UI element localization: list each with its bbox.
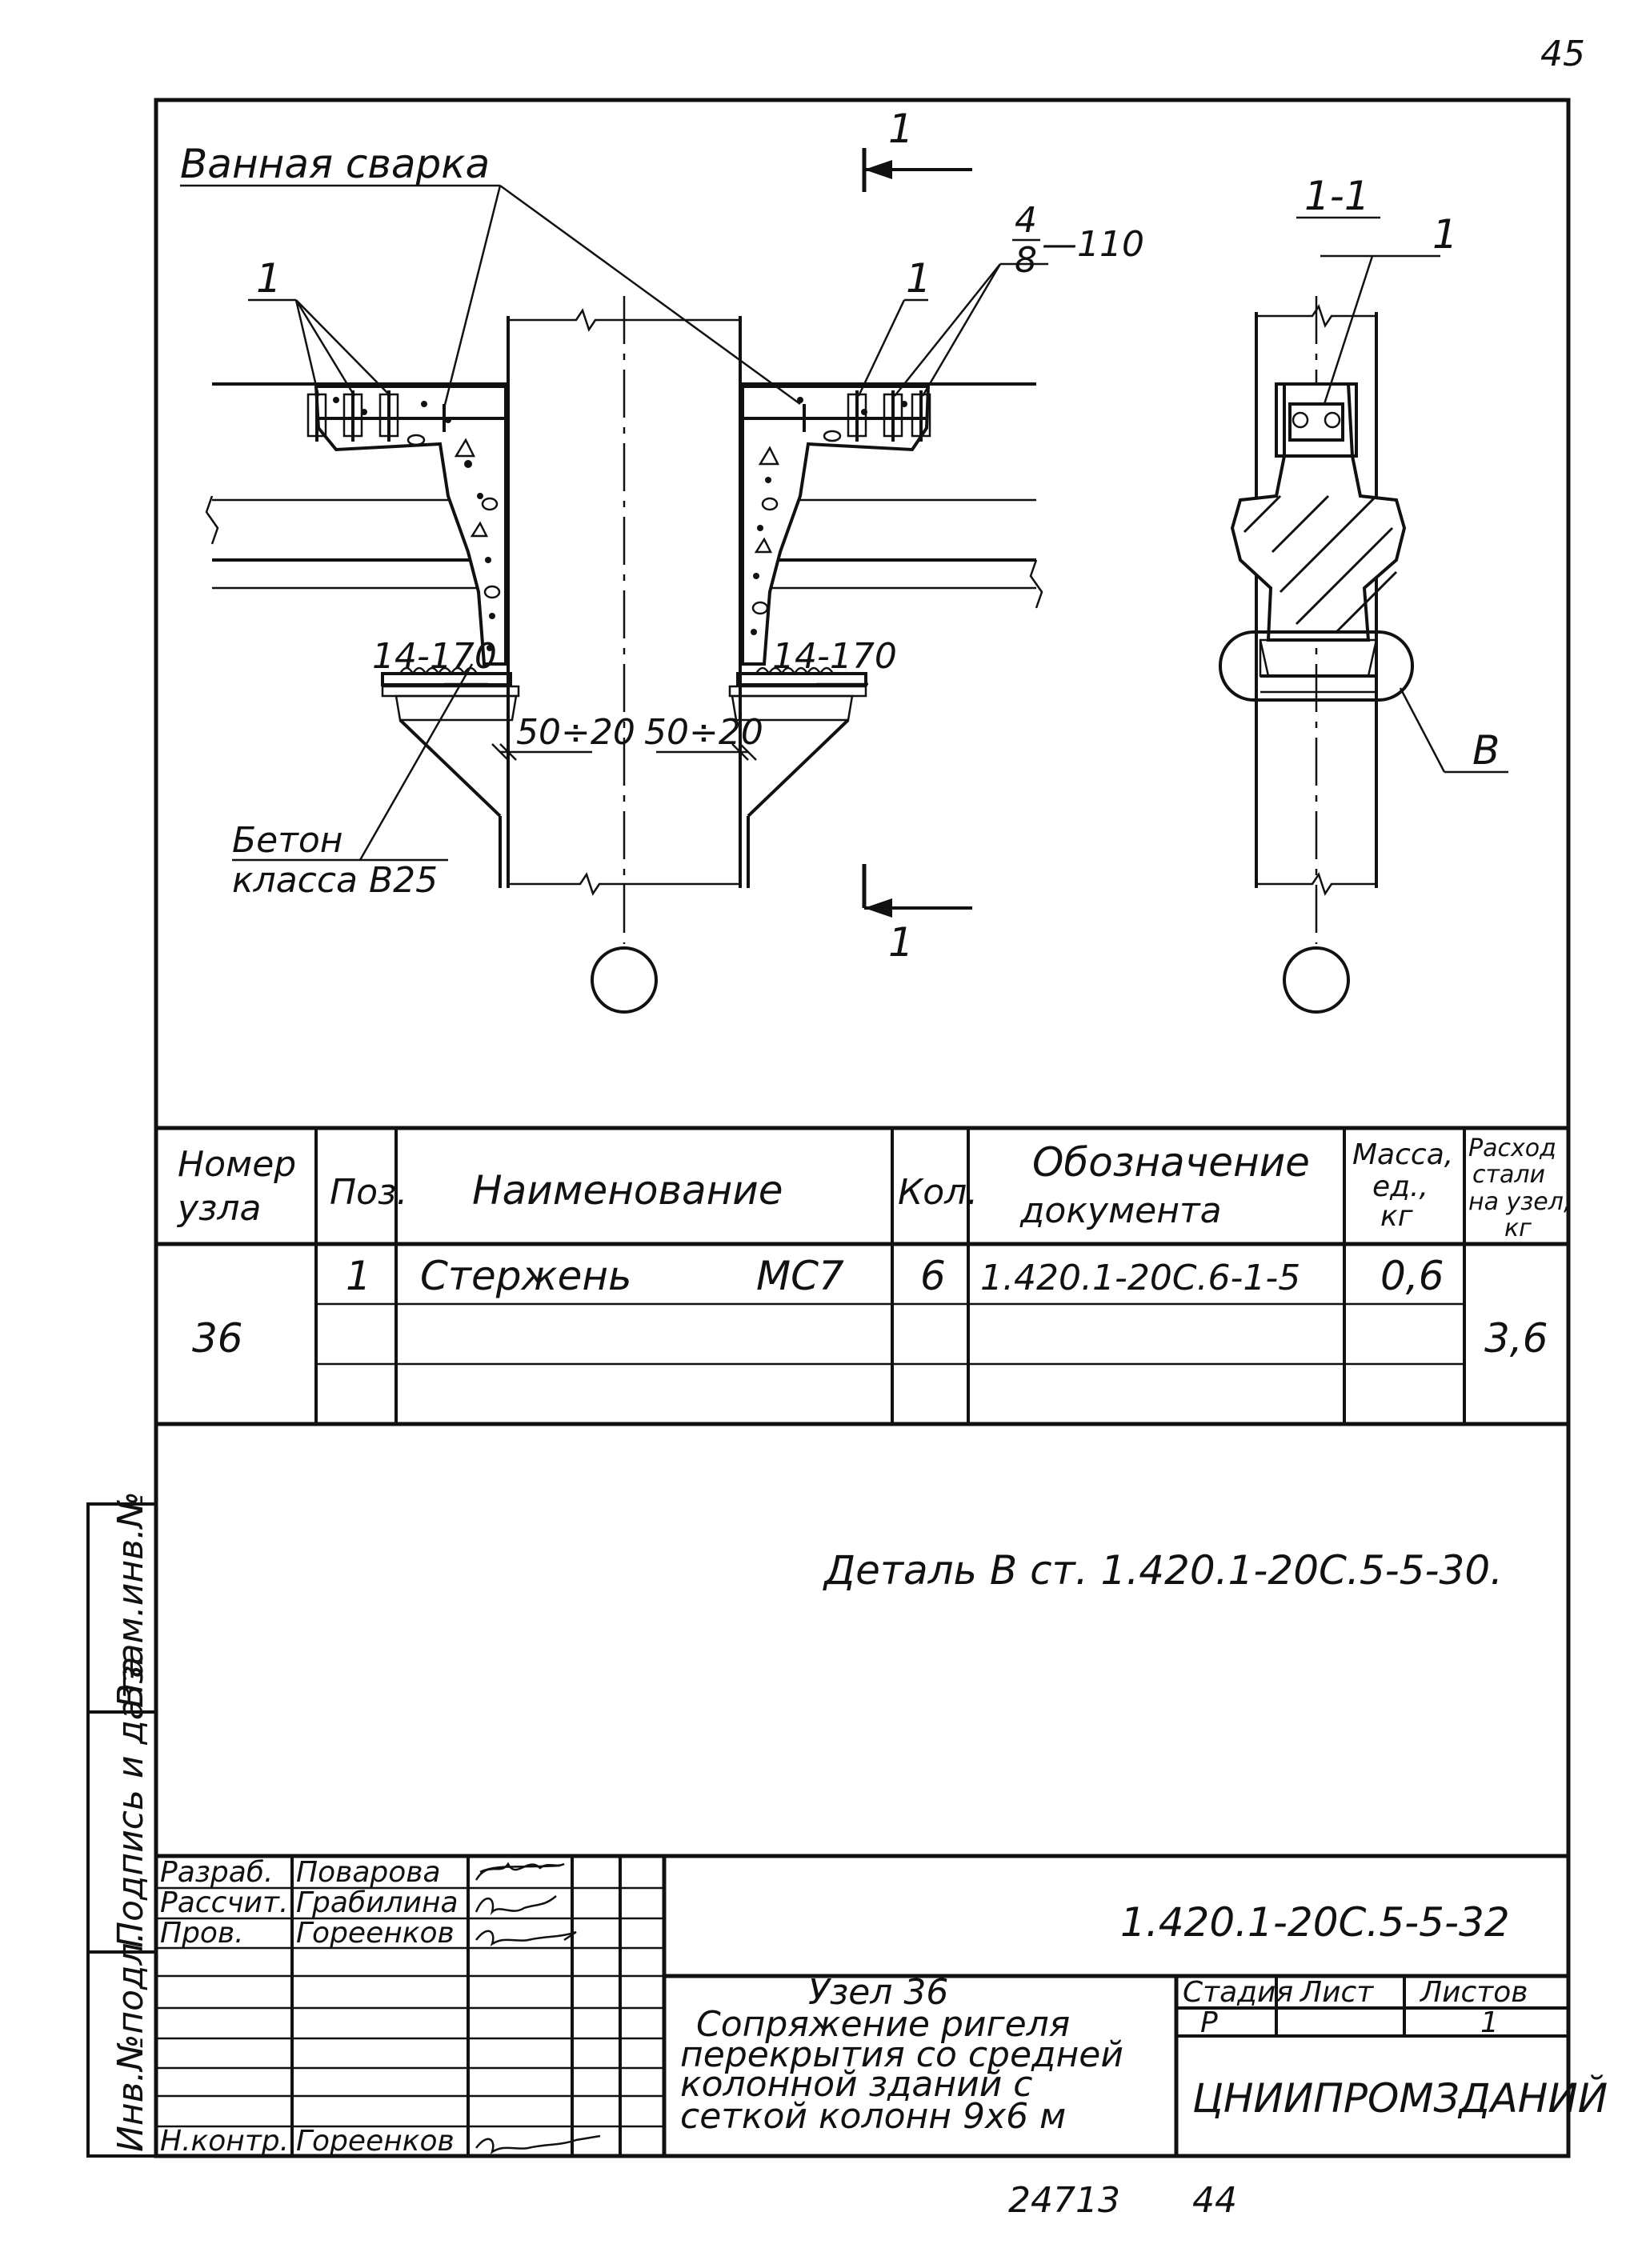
cell-qty: 6 — [920, 1253, 946, 1299]
label-bath-welding: Ванная сварка — [180, 141, 490, 187]
cell-pos: 1 — [346, 1253, 371, 1299]
th-mass-2: ед., — [1372, 1170, 1428, 1203]
cell-steel-total: 3,6 — [1484, 1315, 1548, 1362]
name-checked: Гореенков — [296, 1917, 455, 1950]
concrete-fill-right — [741, 385, 931, 666]
title-line-3: перекрытия со средней — [680, 2034, 1123, 2075]
archive-number: 24713 — [1008, 2180, 1120, 2221]
concrete-aggregate-marks — [406, 430, 842, 615]
label-section-top: 1 — [888, 106, 914, 152]
th-steel-3: на узел, — [1468, 1188, 1571, 1216]
cell-mark: МС7 — [756, 1253, 844, 1299]
th-qty: Кол. — [898, 1172, 978, 1213]
th-doc-1: Обозначение — [1032, 1139, 1310, 1186]
th-name: Наименование — [472, 1167, 783, 1214]
stamp-sign-date: Подпись и дата — [110, 1657, 151, 1948]
stamp-inv-podl: Инв.№подл. — [110, 1931, 151, 2152]
spec-table: Номер узла Поз. Наименование Кол. Обозна… — [156, 1126, 1571, 1426]
title-block: Разраб. Поварова Рассчит. Грабилина Пров… — [156, 1854, 1608, 2158]
cell-doc: 1.420.1-20С.6-1-5 — [980, 1258, 1300, 1298]
name-calculated: Грабилина — [296, 1886, 459, 1919]
th-mass-1: Масса, — [1352, 1138, 1453, 1171]
node-drawing: Ванная сварка 1 1 1 1 1-1 1 4 8 —110 14-… — [180, 106, 1508, 1014]
drawing-code: 1.420.1-20С.5-5-32 — [1120, 1899, 1510, 1946]
rebar-welds-right — [743, 390, 931, 442]
break-mark-top — [508, 308, 740, 332]
signature-norm-control — [475, 2134, 601, 2155]
break-girder-left — [205, 495, 219, 545]
title-line-5: сеткой колонн 9х6 м — [680, 2096, 1066, 2137]
label-pos-left: 1 — [256, 255, 282, 302]
sheets-value: 1 — [1480, 2006, 1499, 2039]
label-section-view: 1-1 — [1304, 173, 1370, 219]
note-detail-reference: Деталь В ст. 1.420.1-20С.5-5-30. — [823, 1547, 1503, 1594]
th-node-2: узла — [176, 1188, 262, 1229]
label-concrete-line1: Бетон — [232, 820, 343, 861]
cell-node-number: 36 — [192, 1315, 243, 1362]
label-fraction-bottom: 8 — [1015, 240, 1037, 281]
stage-value: Р — [1200, 2006, 1218, 2039]
bearing-left — [381, 666, 520, 888]
bearing-right — [728, 666, 867, 888]
role-norm-control: Н.контр. — [160, 2125, 289, 2158]
label-detail-b: В — [1472, 727, 1500, 774]
name-developer: Поварова — [296, 1856, 441, 1889]
stamp-vzam-inv: Взам.инв.№ — [110, 1491, 151, 1708]
role-developer: Разраб. — [160, 1856, 273, 1889]
section-mark-top — [862, 148, 972, 192]
section-mark-bottom — [862, 864, 972, 918]
role-checked: Пров. — [160, 1917, 244, 1950]
th-doc-2: документа — [1019, 1190, 1222, 1231]
concrete-dots — [333, 397, 907, 651]
label-fraction-top: 4 — [1015, 200, 1037, 241]
th-steel-2: стали — [1472, 1161, 1545, 1189]
page-number: 45 — [1540, 34, 1585, 74]
label-pos-right: 1 — [906, 255, 931, 302]
title-line-4: колонной зданий с — [680, 2064, 1033, 2105]
gap-dimension-right — [656, 720, 757, 768]
sheet-header: Лист — [1299, 1976, 1374, 2009]
sheets-header: Листов — [1419, 1976, 1528, 2009]
role-calculated: Рассчит. — [160, 1886, 288, 1919]
cell-mass: 0,6 — [1380, 1253, 1444, 1299]
label-fraction-suffix: —110 — [1042, 224, 1144, 265]
label-bar-right: 14-170 — [772, 636, 897, 677]
name-norm-control: Гореенков — [296, 2125, 455, 2158]
signature-developer — [475, 1862, 565, 1881]
th-mass-3: кг — [1380, 1200, 1414, 1233]
organization: ЦНИИПРОМЗДАНИЙ — [1192, 2074, 1608, 2122]
axis-bubble-left — [591, 946, 658, 1014]
section-1-1 — [1219, 216, 1508, 1014]
stage-header: Стадия — [1183, 1976, 1293, 2009]
label-bar-left: 14-170 — [372, 636, 497, 677]
signature-checked — [475, 1930, 577, 1947]
signature-calculated — [475, 1895, 557, 1916]
cell-name: Стержень — [420, 1253, 632, 1299]
rebar-welds-left — [306, 390, 506, 442]
break-mark-bottom — [508, 872, 740, 896]
side-stamp: Инв.№подл. Подпись и дата Взам.инв.№ — [86, 1491, 158, 2158]
gap-dimension-left — [491, 720, 592, 768]
th-steel-1: Расход — [1468, 1134, 1556, 1162]
label-gap-left: 50÷20 — [516, 712, 635, 753]
th-steel-4: кг — [1504, 1214, 1532, 1242]
label-section-bottom: 1 — [888, 919, 914, 966]
th-node-1: Номер — [178, 1144, 296, 1185]
label-gap-right: 50÷20 — [644, 712, 763, 753]
label-section-pos: 1 — [1432, 211, 1458, 258]
leader-lines — [180, 184, 1048, 862]
label-concrete-line2: класса В25 — [232, 860, 438, 901]
archive-sheet: 44 — [1192, 2180, 1237, 2221]
title-line-1: Узел 36 — [808, 1972, 948, 2013]
title-line-2: Сопряжение ригеля — [696, 2004, 1070, 2045]
break-girder-right — [1029, 559, 1043, 609]
th-pos: Поз. — [330, 1172, 407, 1213]
